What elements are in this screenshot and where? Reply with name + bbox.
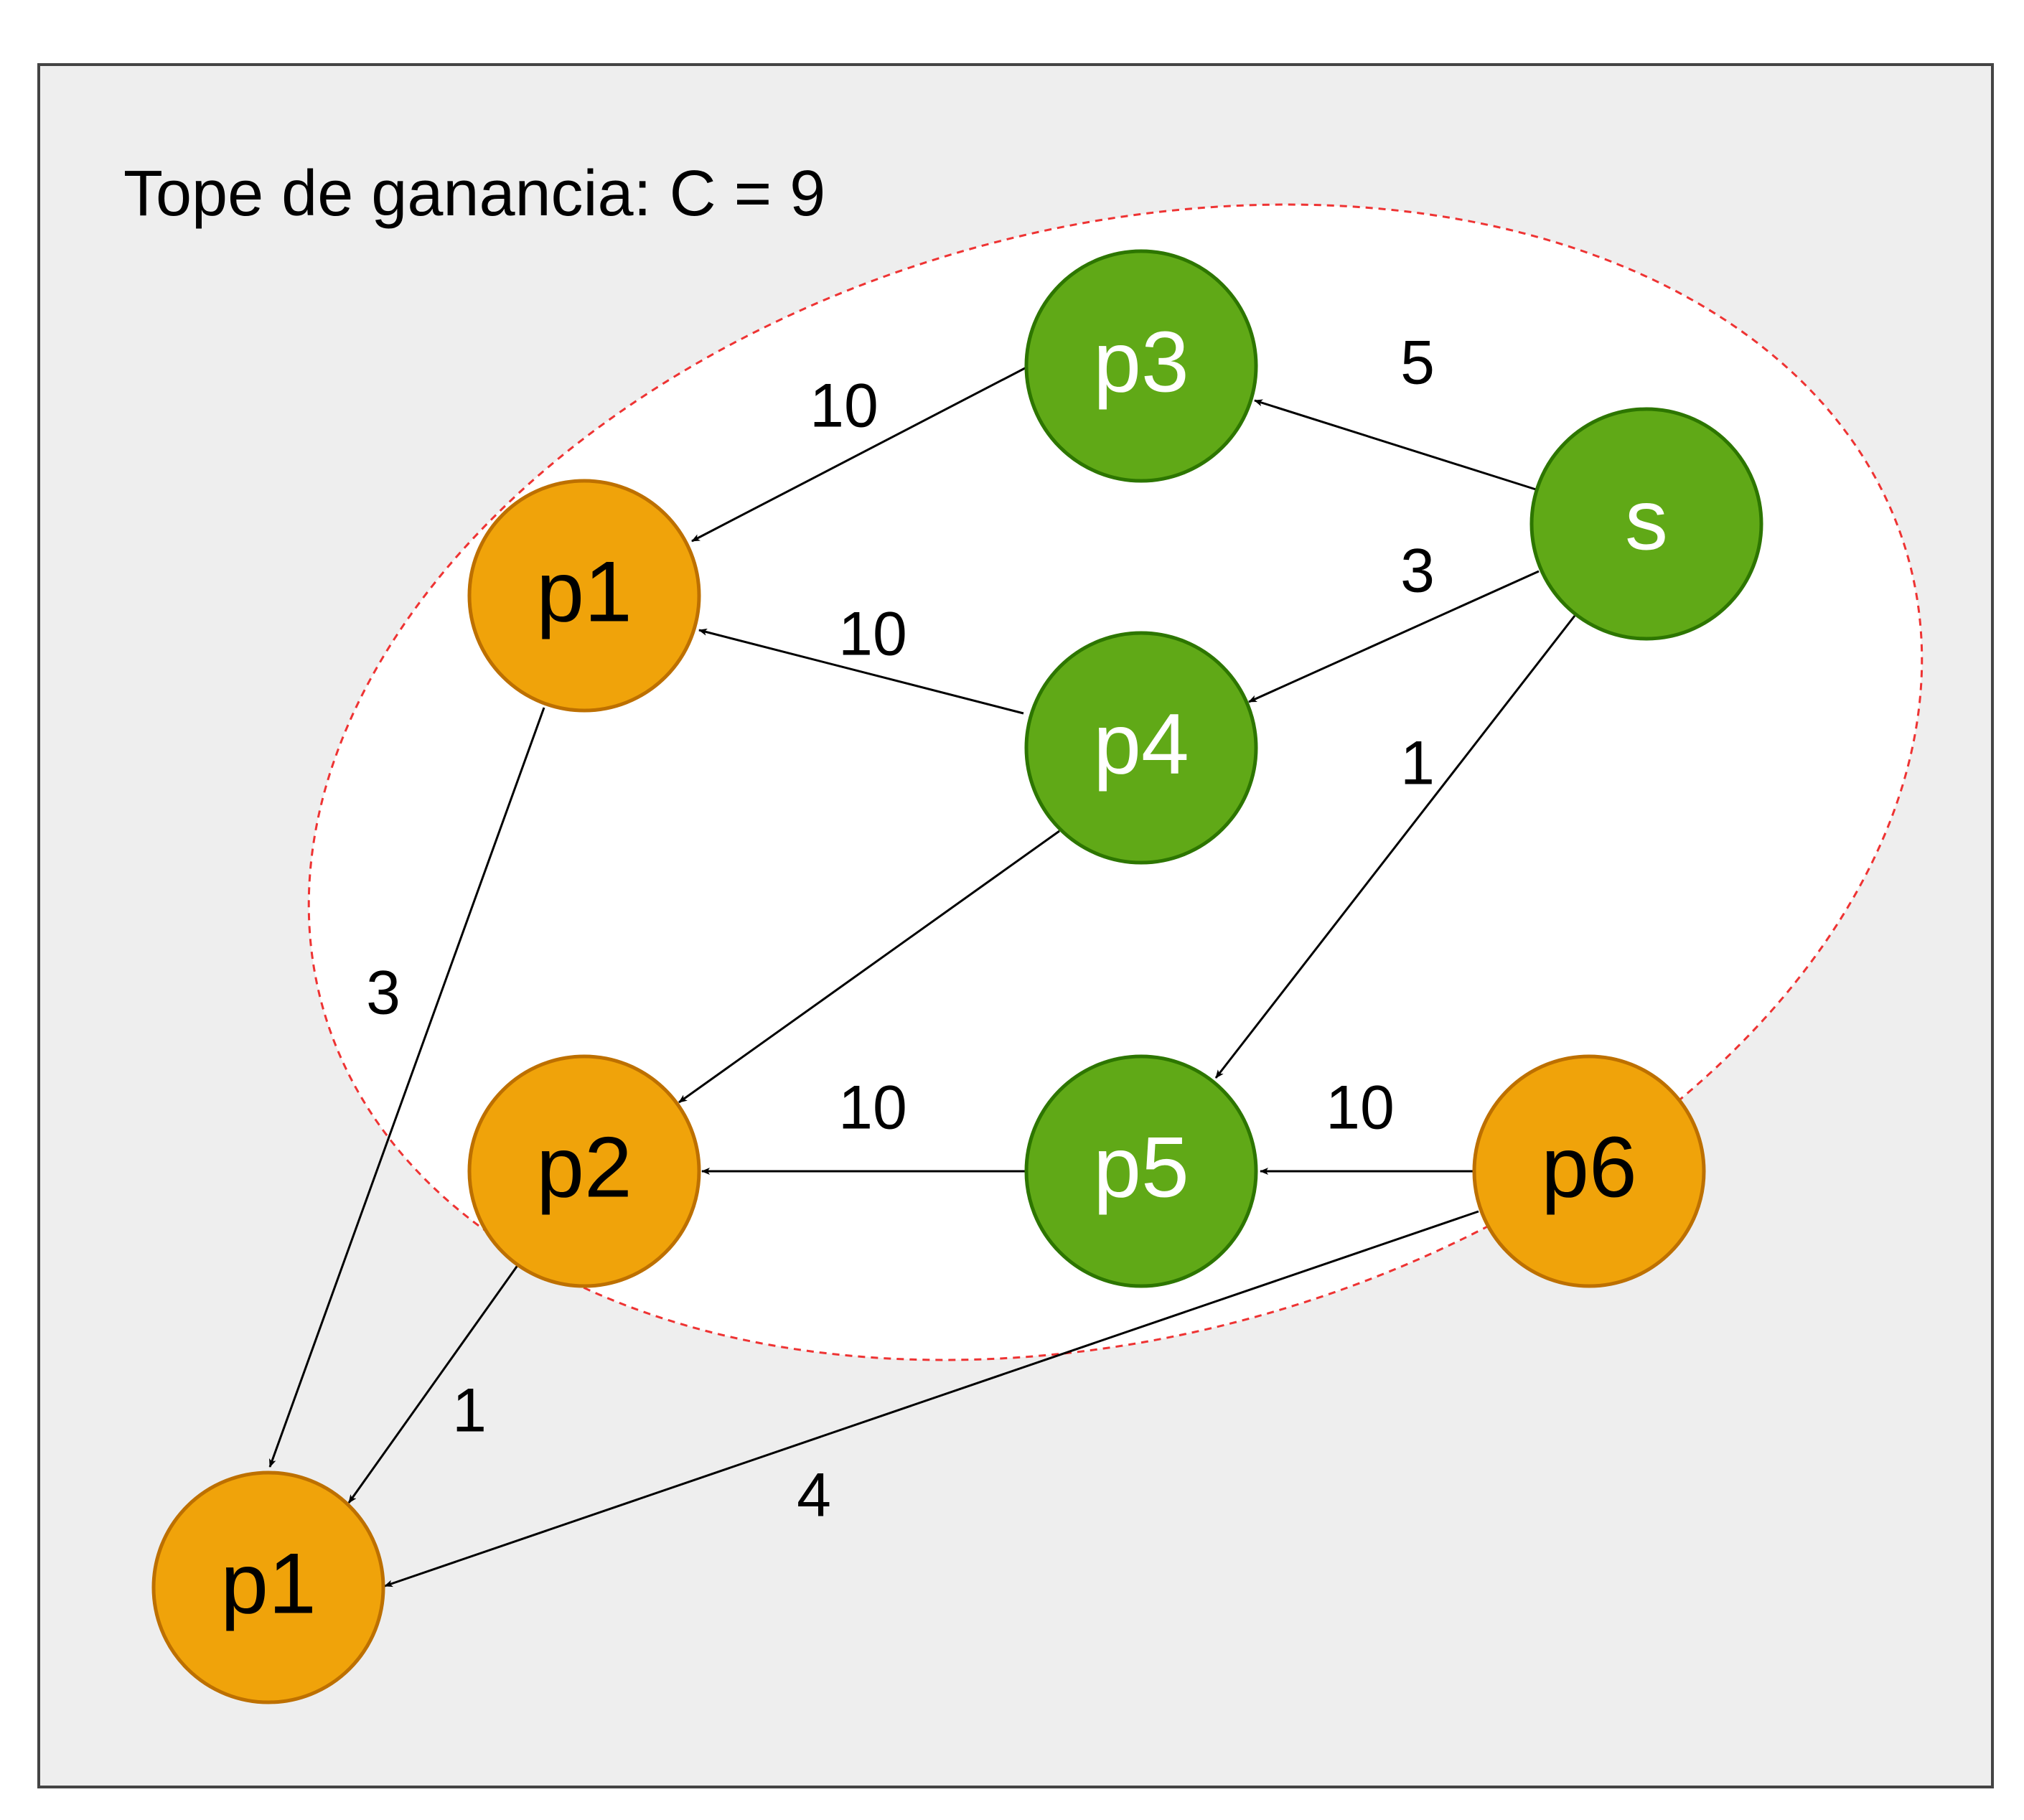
node-circle [1529, 407, 1763, 641]
edge-labels-layer: 5 3 1 10 10 10 10 3 1 4 [366, 329, 1435, 1530]
node-circle [1472, 1054, 1706, 1288]
nodes-layer: p3 s p1 p4 p2 p5 p6 p1 [151, 249, 1763, 1704]
node-p1_bottom: p1 [151, 1470, 385, 1704]
node-label: p4 [1093, 696, 1189, 792]
edge-s-to-p5 [1214, 615, 1576, 1079]
edge-weight-label: 10 [838, 600, 907, 669]
edge-p1_top-to-p1_bottom [268, 707, 545, 1468]
edges-layer [268, 366, 1576, 1587]
edge-weight-label: 3 [366, 959, 400, 1028]
node-p2: p2 [467, 1054, 701, 1288]
edge-s-to-p4 [1248, 570, 1540, 703]
edge-weight-label: 3 [1400, 537, 1435, 606]
edge-weight-label: 10 [810, 372, 879, 441]
node-label: p1 [536, 544, 632, 640]
edge-p4-to-p1_top [698, 628, 1024, 715]
edge-p4-to-p2 [678, 830, 1060, 1104]
node-p6: p6 [1472, 1054, 1706, 1288]
node-circle [151, 1470, 385, 1704]
edge-weight-label: 10 [1326, 1074, 1395, 1143]
node-label: p3 [1093, 314, 1189, 411]
node-p5: p5 [1024, 1054, 1258, 1288]
node-circle [467, 1054, 701, 1288]
node-label: p2 [536, 1120, 632, 1216]
node-p4: p4 [1024, 631, 1258, 865]
edge-p6-to-p1_bottom [384, 1210, 1479, 1587]
edge-weight-label: 5 [1400, 329, 1435, 398]
edge-weight-label: 1 [1400, 729, 1435, 798]
node-circle [1024, 1054, 1258, 1288]
edge-p3-to-p1_top [691, 366, 1027, 543]
edge-p2-to-p1_bottom [347, 1264, 520, 1504]
edge-weight-label: 4 [797, 1461, 831, 1530]
node-circle [467, 479, 701, 713]
node-p1_top: p1 [467, 479, 701, 713]
node-circle [1024, 249, 1258, 483]
node-s: s [1529, 407, 1763, 641]
edge-weight-label: 1 [452, 1376, 487, 1445]
node-label: s [1625, 472, 1668, 568]
node-circle [1024, 631, 1258, 865]
title-text: Tope de ganancia: C = 9 [123, 158, 825, 230]
edge-weight-label: 10 [838, 1074, 907, 1143]
node-p3: p3 [1024, 249, 1258, 483]
edge-s-to-p3 [1254, 399, 1537, 491]
node-label: p1 [220, 1536, 316, 1632]
node-label: p5 [1093, 1120, 1189, 1216]
node-label: p6 [1541, 1120, 1636, 1216]
